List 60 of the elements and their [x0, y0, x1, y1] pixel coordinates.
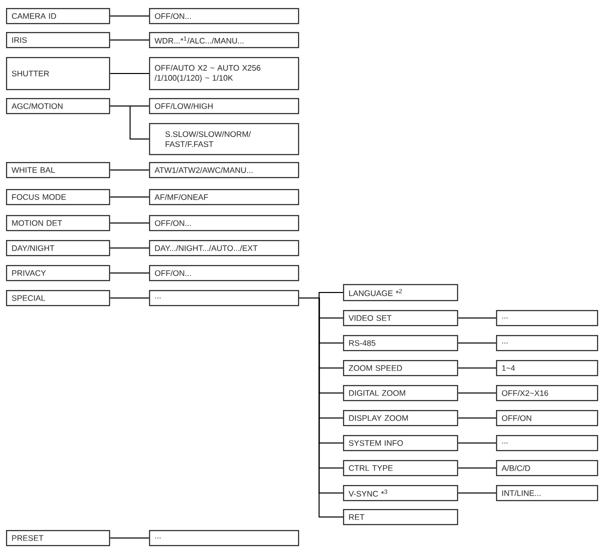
- menu-box: OFF/LOW/HIGH: [149, 98, 300, 114]
- menu-box: ...: [149, 530, 300, 546]
- menu-box: PRESET: [6, 530, 110, 546]
- connector-line: [458, 318, 496, 319]
- connector-line: [110, 73, 150, 74]
- connector-line: [110, 272, 150, 274]
- menu-box: ATW1/ATW2/AWC/MANU...: [149, 162, 300, 178]
- menu-box: SHUTTER: [6, 57, 110, 90]
- connector-line: [458, 492, 496, 494]
- menu-box: 1~4: [496, 360, 598, 376]
- menu-box: A/B/C/D: [496, 460, 598, 476]
- menu-box: OFF/ON: [496, 410, 598, 426]
- connector-line: [110, 170, 150, 171]
- menu-box: PRIVACY: [6, 265, 110, 282]
- menu-box: VIDEO SET: [343, 310, 458, 326]
- menu-box: CAMERA ID: [6, 8, 110, 24]
- menu-box: OFF/X2~X16: [496, 385, 598, 402]
- connector-line: [458, 342, 496, 344]
- menu-box: SPECIAL: [6, 290, 110, 306]
- connector-line: [110, 196, 150, 198]
- menu-box: CTRL TYPE: [343, 460, 458, 476]
- connector-line: [458, 418, 496, 419]
- menu-box: OFF/ON...: [149, 265, 300, 282]
- menu-box: S.SLOW/SLOW/NORM/ FAST/F.FAST: [149, 123, 300, 156]
- menu-box: DAY/NIGHT: [6, 240, 110, 256]
- menu-box: V-SYNC *$^{3}$: [343, 485, 458, 502]
- menu-box: FOCUS MODE: [6, 189, 110, 206]
- menu-box: ...: [496, 435, 598, 452]
- connector-line: [110, 16, 150, 17]
- connector-line: [110, 40, 150, 41]
- menu-box: INT/LINE...: [496, 485, 598, 502]
- connector-line: [458, 368, 496, 369]
- menu-box: OFF/ON...: [149, 215, 300, 232]
- connector-line: [110, 538, 150, 539]
- connector-line: [110, 298, 150, 299]
- menu-box: WHITE BAL: [6, 162, 110, 178]
- connector-line: [458, 392, 496, 394]
- menu-box: IRIS: [6, 32, 110, 48]
- menu-box: RS-485: [343, 335, 458, 352]
- menu-box: ...: [496, 310, 598, 326]
- menu-box: OFF/AUTO X2 ~ AUTO X256 /1/100(1/120) ~ 1/10K: [149, 57, 300, 90]
- menu-box: DAY.../NIGHT.../AUTO.../EXT: [149, 240, 300, 256]
- connector-line: [110, 106, 150, 140]
- connector-line: [110, 248, 150, 249]
- menu-box: ZOOM SPEED: [343, 360, 458, 376]
- menu-box: LANGUAGE *$^{2}$: [343, 284, 458, 302]
- menu-box: WDR...*$^{1}$/ALC.../MANU...: [149, 32, 300, 48]
- menu-box: ...: [496, 335, 598, 352]
- connector-line: [458, 468, 496, 469]
- menu-box: DIGITAL ZOOM: [343, 385, 458, 402]
- connector-line: [458, 442, 496, 444]
- menu-box: ...: [149, 290, 300, 306]
- menu-box: AGC/MOTION: [6, 98, 110, 114]
- menu-box: RET: [343, 509, 458, 526]
- menu-box: DISPLAY ZOOM: [343, 410, 458, 426]
- menu-box: OFF/ON...: [149, 8, 300, 24]
- menu-box: AF/MF/ONEAF: [149, 189, 300, 206]
- menu-box: MOTION DET: [6, 215, 110, 232]
- connector-line: [110, 222, 150, 224]
- menu-box: SYSTEM INFO: [343, 435, 458, 452]
